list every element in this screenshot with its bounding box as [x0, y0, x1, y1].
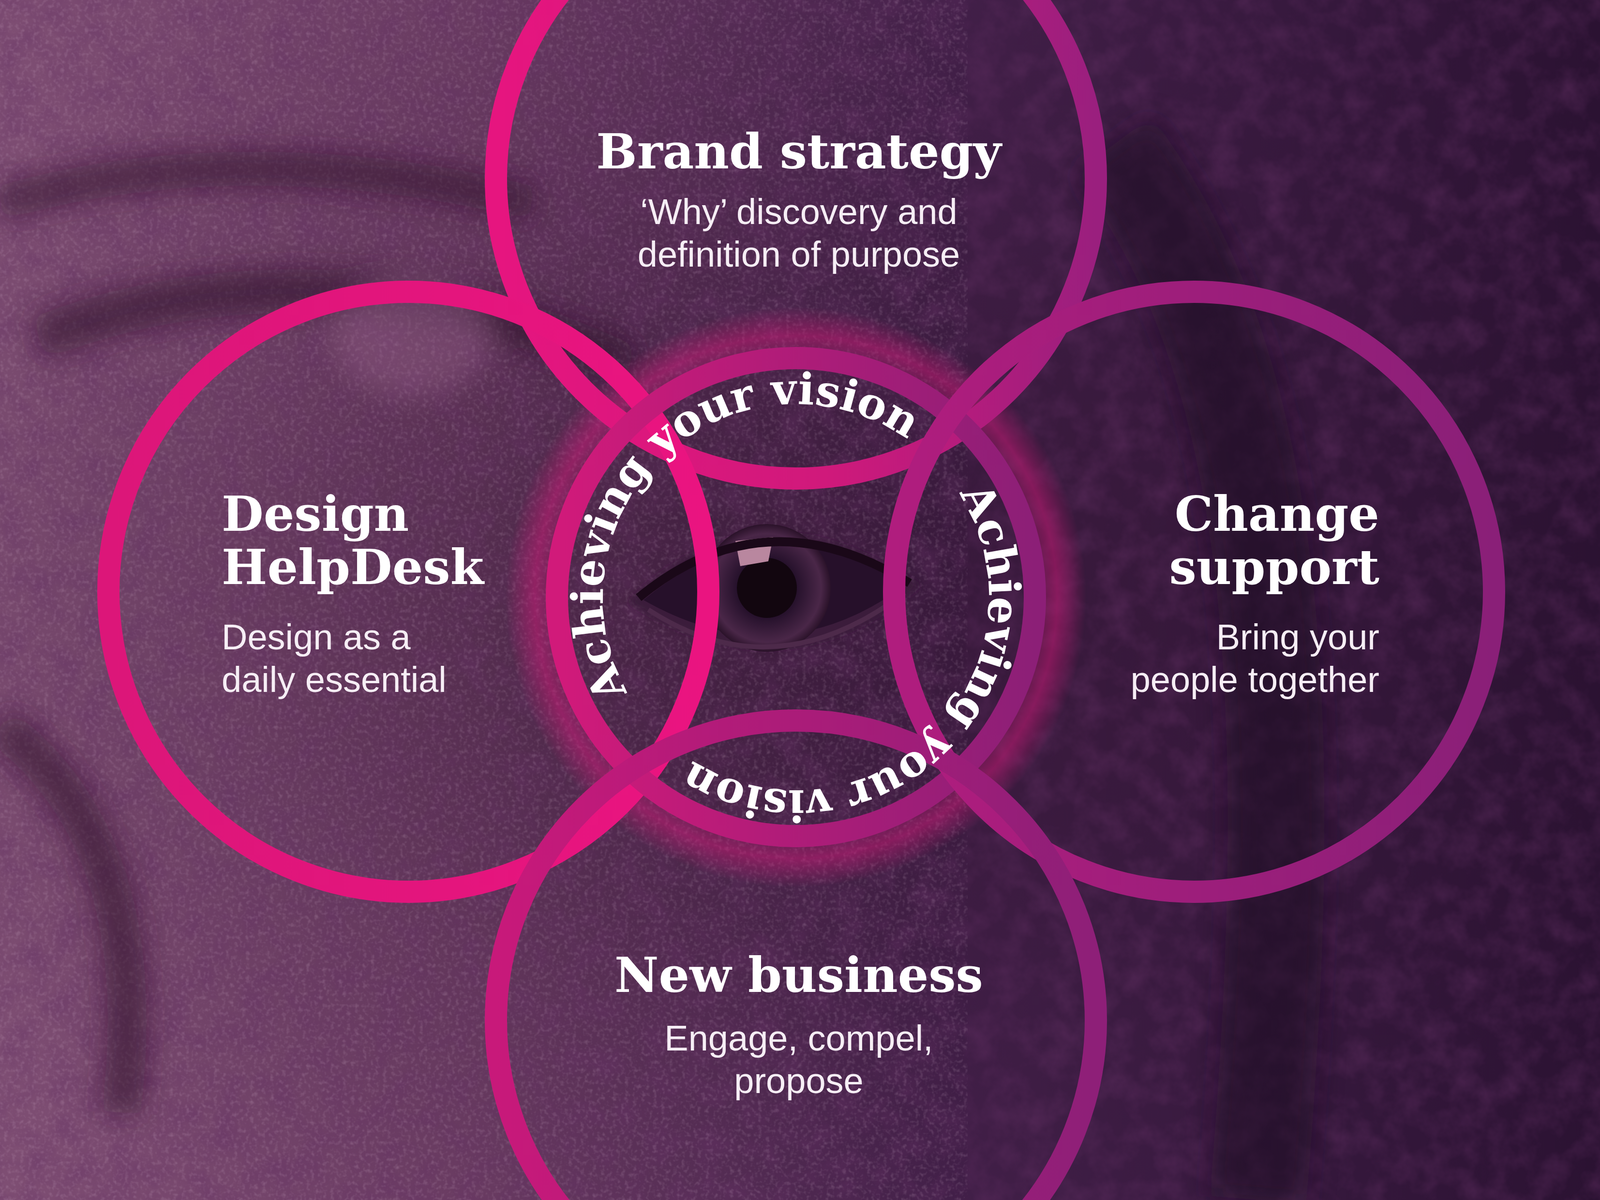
arc-letter: v [769, 366, 798, 412]
ring-stroke [894, 291, 1495, 892]
arc-letter: i [982, 577, 1027, 597]
text-group: Change supportBring your people together [1069, 487, 1380, 702]
service-description: Engage, compel, propose [614, 1016, 983, 1103]
ring-stroke [495, 0, 1096, 479]
arc-letter: i [565, 587, 610, 605]
text-group: Design HelpDeskDesign as a daily essenti… [221, 487, 532, 702]
arc-letter: i [796, 366, 816, 412]
wrinkle [0, 725, 128, 1113]
text-group: Brand strategy ‘Why’ discovery and defini… [532, 124, 1065, 276]
arc-letter: e [565, 555, 613, 589]
service-circle: Change supportBring your people together [882, 280, 1506, 903]
text-group: New businessEngage, compel, propose [532, 948, 1065, 1103]
service-title: Change support [1069, 487, 1380, 594]
service-description: Bring your people together [1118, 615, 1380, 702]
service-title: Brand strategy [532, 124, 1065, 179]
ring-stroke [495, 720, 1096, 1200]
wrinkle [0, 168, 533, 204]
upper-lid [638, 541, 910, 598]
service-description: ‘Why’ discovery and definition of purpos… [624, 190, 973, 276]
center-circle: Achieving your visionAchieving your visi… [545, 346, 1047, 848]
service-circle: New businessEngage, compel, propose [484, 709, 1107, 1200]
arc-letter: i [788, 783, 805, 828]
eye [628, 523, 920, 652]
curved-slogan: Achieving your vision [545, 346, 1047, 848]
service-title: New business [532, 948, 1065, 1002]
curved-slogan: Achieving your vision [545, 346, 1047, 848]
service-circle: Brand strategy ‘Why’ discovery and defini… [484, 0, 1107, 490]
ring-stroke [108, 291, 709, 892]
lower-lid [648, 592, 905, 647]
service-description: Design as a daily essential [221, 615, 483, 702]
arc-letter: e [981, 595, 1027, 627]
service-title: Design HelpDesk [221, 487, 532, 594]
service-circle: Design HelpDeskDesign as a daily essenti… [97, 280, 720, 903]
arc-letter: h [565, 603, 613, 641]
pupil [736, 557, 797, 618]
arc-letter: h [977, 541, 1026, 581]
arc-letter: v [804, 781, 835, 828]
arc-letter: s [760, 781, 790, 828]
